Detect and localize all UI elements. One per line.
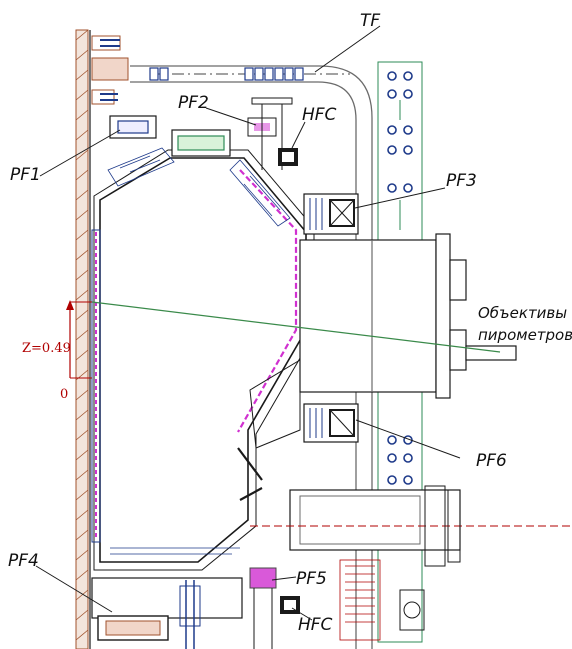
zero-label: 0 xyxy=(60,387,68,402)
z-dimension xyxy=(66,300,92,379)
pf1-label: PF1 xyxy=(10,165,41,185)
central-wall xyxy=(75,29,91,649)
pf2-label: PF2 xyxy=(178,93,209,113)
pf4-label: PF4 xyxy=(8,551,39,571)
top-flange-bolts xyxy=(91,35,129,105)
diagnostic-port xyxy=(299,233,517,399)
hfc-top-label: HFC xyxy=(302,105,337,125)
pf6-coil xyxy=(303,403,359,443)
pf5-label: PF5 xyxy=(296,569,327,589)
hfc-bottom-label: HFC xyxy=(298,615,333,635)
tf-coil-windings xyxy=(149,67,304,81)
label-leaders xyxy=(35,25,461,621)
pf1-coil xyxy=(109,115,157,139)
tf-label: TF xyxy=(360,11,380,31)
lens-label-line1: Объективы xyxy=(478,304,567,322)
bottom-structure xyxy=(91,567,300,649)
pyrometer-sightline xyxy=(91,301,501,353)
hfc-top-coil xyxy=(251,97,298,170)
lens-label-line2: пирометров xyxy=(478,326,572,344)
pf3-coil xyxy=(303,193,359,235)
pf2-coil xyxy=(171,117,277,157)
z-value-label: Z=0.49 xyxy=(22,341,71,356)
vacuum-vessel xyxy=(91,147,315,571)
pf6-label: PF6 xyxy=(476,451,507,471)
pf3-label: PF3 xyxy=(446,171,477,191)
lower-right-assembly xyxy=(250,485,572,641)
